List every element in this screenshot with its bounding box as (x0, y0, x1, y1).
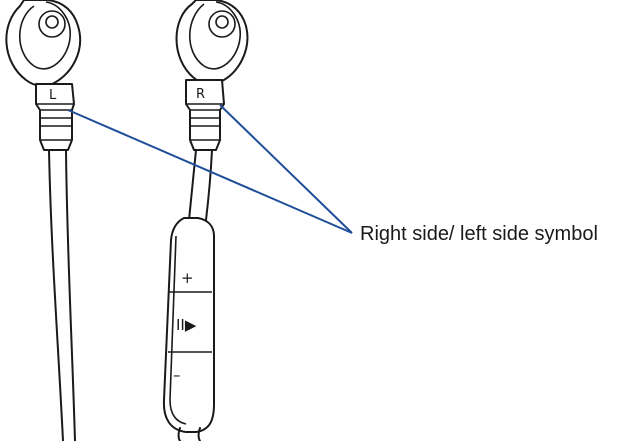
right-side-marker: R (196, 87, 205, 102)
left-earbud-head (6, 0, 80, 86)
callout-label: Right side/ left side symbol (360, 223, 598, 245)
play-pause-label: II▶ (176, 316, 197, 334)
volume-up-label: + (181, 269, 194, 287)
right-earbud-head (177, 0, 248, 84)
left-side-marker: L (49, 88, 57, 103)
inline-remote: + II▶ – (164, 218, 214, 441)
left-cable (49, 150, 75, 441)
right-earbud: R (177, 0, 248, 220)
leader-line-right (220, 105, 352, 233)
right-cable-upper (189, 150, 212, 220)
volume-down-label: – (173, 366, 181, 384)
left-earbud: L (6, 0, 80, 441)
